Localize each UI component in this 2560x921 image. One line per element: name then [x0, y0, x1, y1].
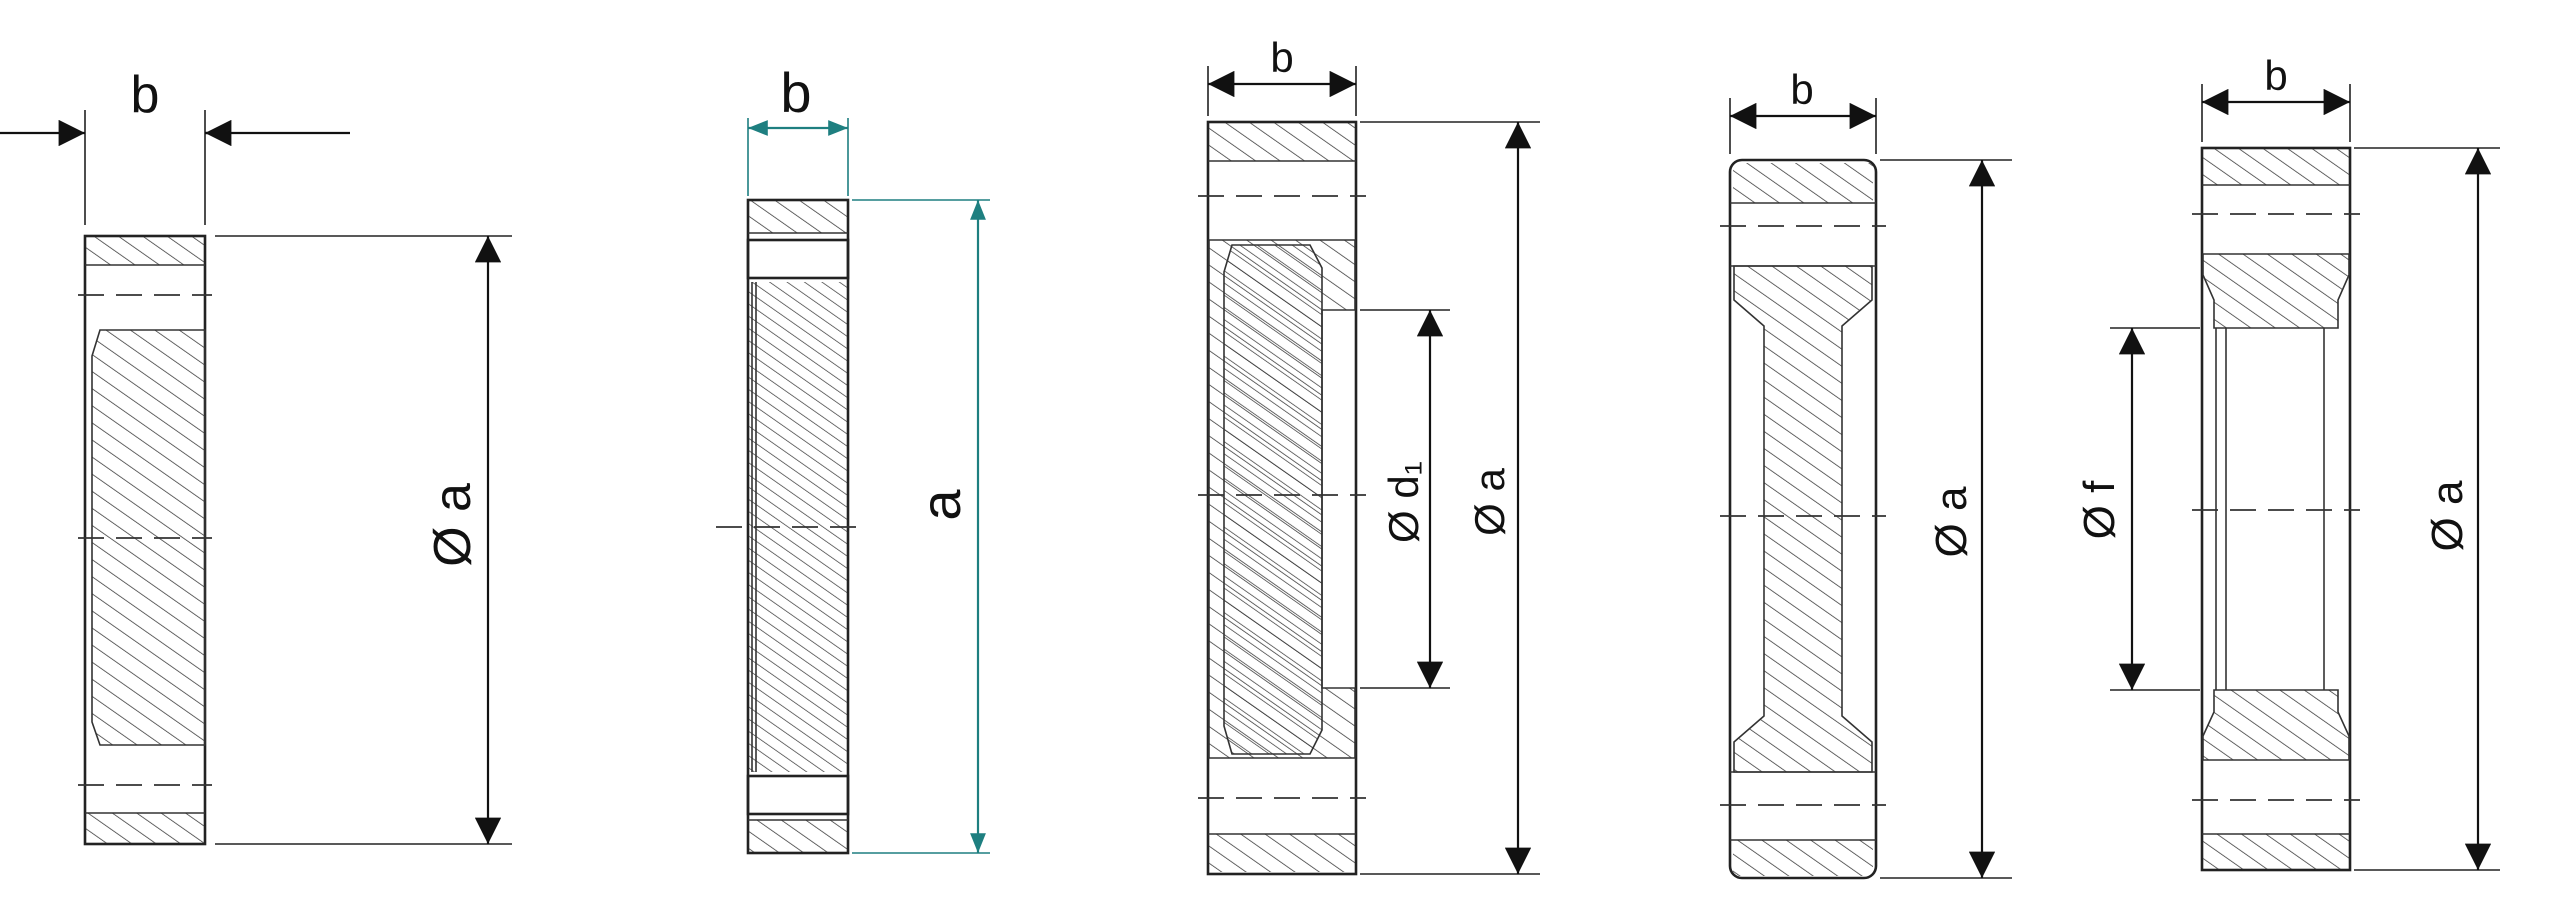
figure-4-dimensions: [1729, 98, 2012, 879]
figure-1-section: [78, 234, 212, 846]
figure-4: b Ø a: [1720, 66, 2012, 880]
figure-5-diameter-label: Ø a: [2423, 480, 2472, 551]
figure-3-inner-diameter-label: Ø d₁: [1380, 461, 1427, 543]
figure-5-section: [2192, 146, 2360, 872]
figure-1-dimensions: [0, 110, 512, 845]
figure-3-section: [1198, 120, 1366, 876]
figure-5-width-label: b: [2264, 52, 2287, 99]
figure-4-section: [1720, 158, 1886, 880]
figure-1-diameter-label: Ø a: [424, 483, 482, 567]
figure-5: b Ø f Ø a: [2075, 52, 2500, 872]
figure-3: b Ø d₁ Ø a: [1198, 34, 1540, 876]
figure-3-dimensions: [1207, 66, 1540, 875]
figure-5-inner-diameter-label: Ø f: [2075, 480, 2124, 539]
figure-1: b Ø a: [0, 66, 512, 846]
figure-4-width-label: b: [1790, 66, 1813, 113]
figure-2-height-label: a: [909, 489, 972, 521]
figure-2-width-label: b: [780, 61, 811, 124]
figure-2-section: [716, 198, 868, 855]
figure-3-diameter-label: Ø a: [1466, 468, 1513, 536]
figure-3-width-label: b: [1270, 34, 1293, 81]
figure-4-diameter-label: Ø a: [1927, 486, 1976, 557]
figure-1-width-label: b: [131, 66, 160, 124]
figure-2-dimensions: [747, 118, 990, 854]
figure-2: b a: [716, 61, 990, 855]
figure-5-dimensions: [2110, 84, 2500, 871]
